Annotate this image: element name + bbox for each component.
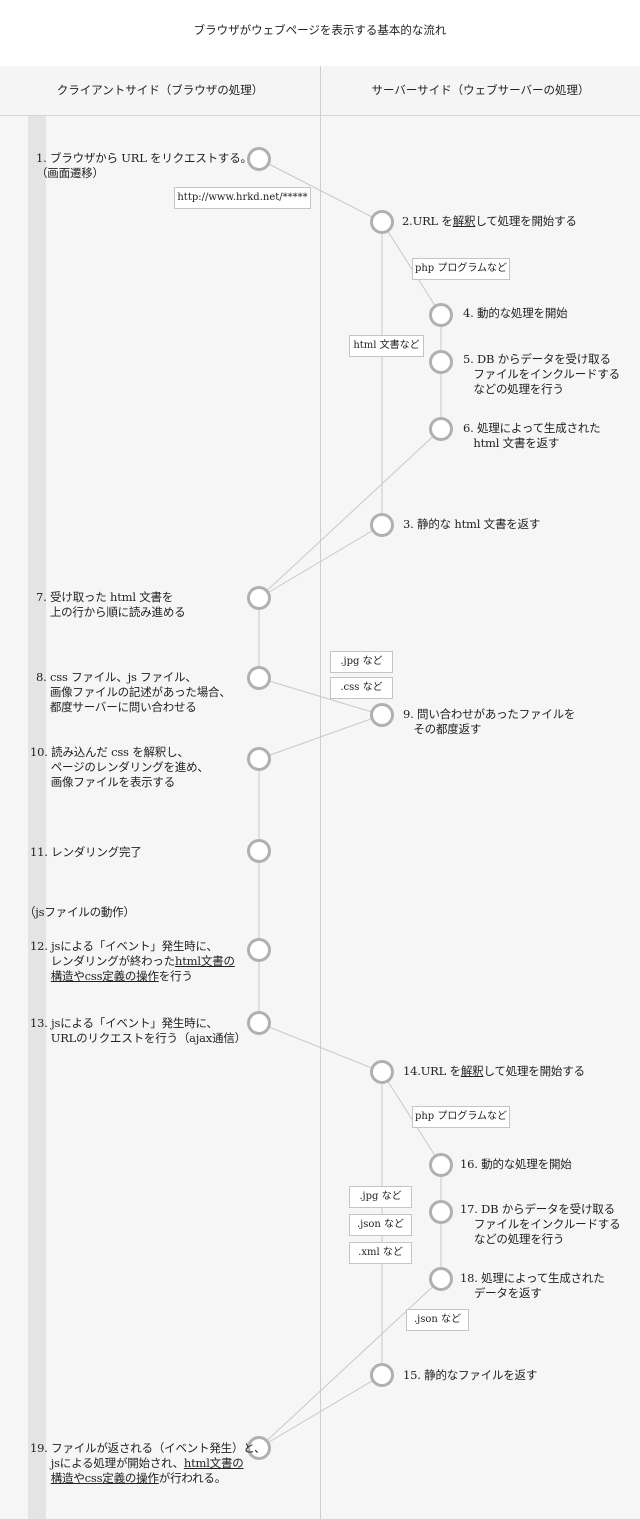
step-18-label: 18. 処理によって生成された データを返す <box>460 1271 605 1300</box>
tag-json-2: .json など <box>406 1309 469 1331</box>
flow-edge <box>258 428 442 599</box>
tag-html: html 文書など <box>349 335 424 357</box>
step-5-label: 5. DB からデータを受け取る ファイルをインクルードする などの処理を行う <box>463 352 620 396</box>
node-19 <box>247 1436 271 1460</box>
server-side-header: サーバーサイド（ウェブサーバーの処理） <box>371 83 590 97</box>
tag-url: http://www.hrkd.net/***** <box>174 187 311 209</box>
step-9-label: 9. 問い合わせがあったファイルを その都度返す <box>403 707 576 736</box>
flow-edge <box>258 1278 442 1449</box>
flow-edge <box>258 524 383 599</box>
step-4-label: 4. 動的な処理を開始 <box>463 306 568 320</box>
tag-php-1: php プログラムなど <box>412 258 510 280</box>
tag-json-1: .json など <box>349 1214 412 1236</box>
node-11 <box>247 839 271 863</box>
flow-edge <box>381 1071 442 1166</box>
step-19-label: 19. ファイルが返される（イベント発生）と、 jsによる処理が開始され、htm… <box>30 1441 266 1485</box>
flow-edge <box>258 714 383 760</box>
column-divider <box>320 66 321 1519</box>
node-7 <box>247 586 271 610</box>
step-6-label: 6. 処理によって生成された html 文書を返す <box>463 421 601 450</box>
step-3-label: 3. 静的な html 文書を返す <box>403 517 541 531</box>
tag-jpg-1: .jpg など <box>330 651 393 673</box>
step-13-label: 13. jsによる「イベント」発生時に、 URLのリクエストを行う（ajax通信… <box>30 1016 246 1045</box>
node-3 <box>370 513 394 537</box>
node-6 <box>429 417 453 441</box>
step-1-label: 1. ブラウザから URL をリクエストする。 （画面遷移） <box>36 151 252 180</box>
node-12 <box>247 938 271 962</box>
flow-edge <box>258 158 383 223</box>
client-side-header: クライアントサイド（ブラウザの処理） <box>56 83 264 97</box>
step-12-label: 12. jsによる「イベント」発生時に、 レンダリングが終わったhtml文書の … <box>30 939 235 983</box>
node-16 <box>429 1153 453 1177</box>
step-8-label: 8. css ファイル、js ファイル、 画像ファイルの記述があった場合、 都度… <box>36 670 231 714</box>
client-side-bar <box>28 116 46 1519</box>
js-section-heading: （jsファイルの動作） <box>24 905 135 919</box>
tag-xml: .xml など <box>349 1242 412 1264</box>
step-11-label: 11. レンダリング完了 <box>30 845 142 859</box>
step-10-label: 10. 読み込んだ css を解釈し、 ページのレンダリングを進め、 画像ファイ… <box>30 745 209 789</box>
node-5 <box>429 350 453 374</box>
node-2 <box>370 210 394 234</box>
tag-jpg-2: .jpg など <box>349 1186 412 1208</box>
node-13 <box>247 1011 271 1035</box>
node-18 <box>429 1267 453 1291</box>
step-15-label: 15. 静的なファイルを返す <box>403 1368 538 1382</box>
node-14 <box>370 1060 394 1084</box>
flow-edge <box>258 1022 383 1073</box>
flow-edge <box>258 677 383 716</box>
flow-edge <box>381 221 442 316</box>
diagram-title: ブラウザがウェブページを表示する基本的な流れ <box>193 23 447 37</box>
step-17-label: 17. DB からデータを受け取る ファイルをインクルードする などの処理を行う <box>460 1202 621 1246</box>
node-9 <box>370 703 394 727</box>
step-2-label: 2.URL を解釈して処理を開始する <box>402 214 577 228</box>
flow-edge <box>258 1374 383 1449</box>
node-15 <box>370 1363 394 1387</box>
step-7-label: 7. 受け取った html 文書を 上の行から順に読み進める <box>36 590 186 619</box>
node-4 <box>429 303 453 327</box>
tag-css-1: .css など <box>330 677 393 699</box>
node-17 <box>429 1200 453 1224</box>
node-8 <box>247 666 271 690</box>
node-1 <box>247 147 271 171</box>
step-14-label: 14.URL を解釈して処理を開始する <box>403 1064 585 1078</box>
step-16-label: 16. 動的な処理を開始 <box>460 1157 572 1171</box>
node-10 <box>247 747 271 771</box>
tag-php-2: php プログラムなど <box>412 1106 510 1128</box>
